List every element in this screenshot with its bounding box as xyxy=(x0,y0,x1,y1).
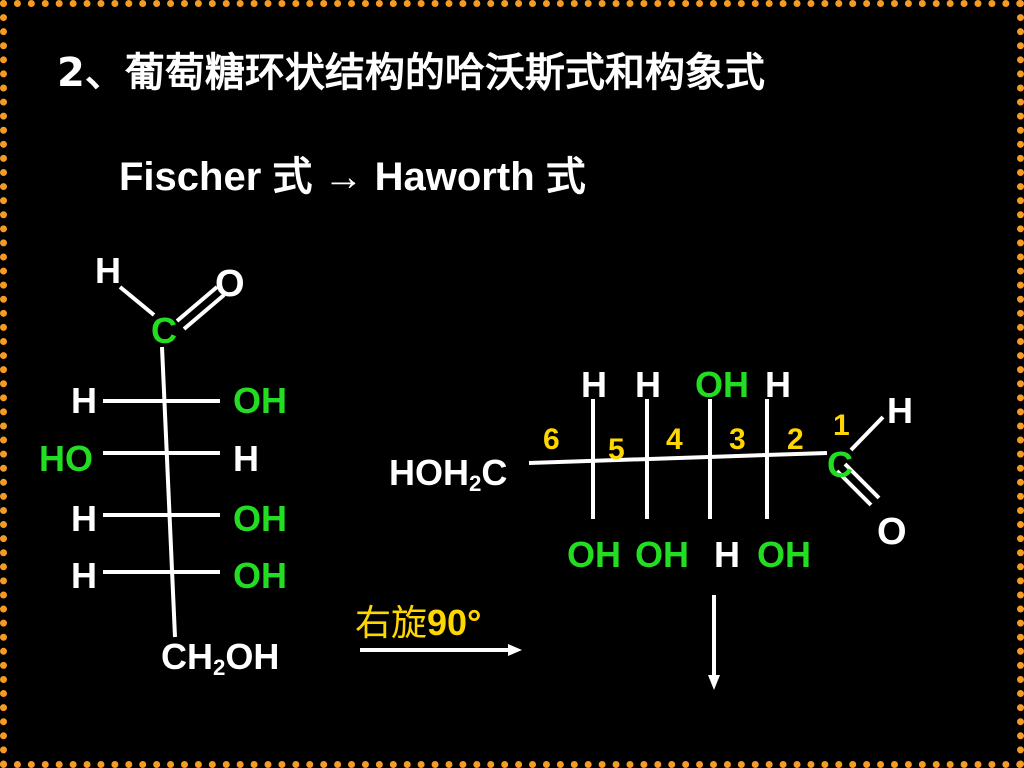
fischer-bottom-main: CH xyxy=(161,636,213,677)
fischer-backbone xyxy=(160,346,177,638)
fischer-row2-right: H xyxy=(233,438,259,479)
haworth-bottom-c2: OH xyxy=(757,534,811,575)
fischer-row1-right: OH xyxy=(233,380,287,421)
haworth-bottom-c5: OH xyxy=(567,534,621,575)
haworth-number-2: 2 xyxy=(787,423,804,456)
fischer-row2-left: HO xyxy=(39,438,93,479)
down-arrow-head xyxy=(708,675,720,690)
haworth-group-sub: 2 xyxy=(469,471,482,497)
haworth-top-c5: H xyxy=(581,364,607,405)
fischer-bottom-end: OH xyxy=(225,636,280,677)
haworth-bottom-c3: H xyxy=(714,534,740,575)
haworth-top-c3: OH xyxy=(695,364,749,405)
haworth-number-3: 3 xyxy=(729,423,746,456)
haworth-top-c2: H xyxy=(765,364,791,405)
slide-subtitle: Fischer 式 → Haworth 式 xyxy=(119,155,586,199)
rotation-label-value: 90° xyxy=(427,602,482,643)
bond-lines xyxy=(103,285,885,690)
fischer-ch-bond xyxy=(118,285,156,317)
fischer-row3-right: OH xyxy=(233,498,287,539)
haworth-backbone xyxy=(528,451,828,465)
haworth-aldehyde-o: O xyxy=(877,511,907,553)
fischer-row4-left: H xyxy=(71,555,97,596)
fischer-co-double-bond-a xyxy=(175,285,219,323)
fischer-co-double-bond-b xyxy=(182,293,226,331)
fischer-c1: C xyxy=(151,310,177,351)
fischer-bottom-group: CH2OH xyxy=(161,639,279,680)
haworth-co-double-bond-a xyxy=(835,469,873,507)
haworth-bottom-c4: OH xyxy=(635,534,689,575)
rotation-label: 右旋90° xyxy=(355,605,481,642)
fischer-bottom-sub: 2 xyxy=(213,655,226,681)
fischer-row4-right: OH xyxy=(233,555,287,596)
haworth-group-main: HOH xyxy=(389,452,469,493)
fischer-row1-left: H xyxy=(71,380,97,421)
fischer-row3-left: H xyxy=(71,498,97,539)
haworth-number-6: 6 xyxy=(543,423,560,456)
fischer-aldehyde-h: H xyxy=(95,250,121,291)
rotation-arrow-head xyxy=(508,644,522,656)
haworth-co-double-bond-b xyxy=(843,462,881,500)
haworth-group-end: C xyxy=(481,452,508,493)
slide-title: 2、葡萄糖环状结构的哈沃斯式和构象式 xyxy=(57,50,765,96)
haworth-c1-h-bond xyxy=(849,415,885,452)
haworth-aldehyde-h: H xyxy=(887,390,913,431)
haworth-top-c4: H xyxy=(635,364,661,405)
haworth-c1: C xyxy=(827,444,853,485)
haworth-number-4: 4 xyxy=(666,423,683,456)
rotation-label-text: 右旋 xyxy=(355,603,428,644)
haworth-number-5: 5 xyxy=(608,433,625,466)
fischer-aldehyde-o: O xyxy=(215,263,245,305)
haworth-hoh2c-group: HOH2C xyxy=(389,455,507,496)
haworth-number-1: 1 xyxy=(833,409,850,442)
